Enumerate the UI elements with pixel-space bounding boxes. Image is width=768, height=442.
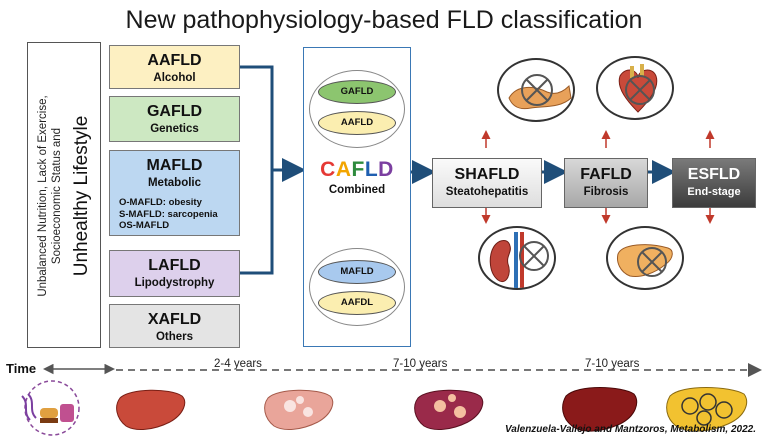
category-sub: Alcohol xyxy=(153,72,196,84)
period-2: 7-10 years xyxy=(393,358,448,370)
lifestyle-box: Unbalanced Nutrition, Lack of Exercise, … xyxy=(27,42,101,348)
stage-sub: Fibrosis xyxy=(583,186,629,198)
category-lafld: LAFLD Lipodystrophy xyxy=(109,250,240,297)
category-xafld: XAFLD Others xyxy=(109,304,240,348)
citation: Valenzuela-Vallejo and Mantzoros, Metabo… xyxy=(505,424,756,435)
cafld-letter-d: D xyxy=(378,158,394,181)
heart-icon xyxy=(618,64,658,113)
period-1: 2-4 years xyxy=(214,358,262,370)
category-sub: Lipodystrophy xyxy=(134,277,215,289)
category-sub: Metabolic xyxy=(147,177,202,189)
category-gafld: GAFLD Genetics xyxy=(109,96,240,142)
stage-sub: Steatohepatitis xyxy=(445,186,529,198)
subtype-os: OS-MAFLD xyxy=(119,220,170,231)
pancreas-icon xyxy=(508,74,572,110)
stage-shafld: SHAFLD Steatohepatitis xyxy=(432,158,542,208)
healthy-liver-icon xyxy=(116,389,186,430)
cafld-letter-l: L xyxy=(364,158,379,181)
pill-gafld: GAFLD xyxy=(318,80,396,104)
heart-illustration xyxy=(596,56,674,120)
category-name: LAFLD xyxy=(148,257,201,274)
pill-aafdl: AAFDL xyxy=(318,291,396,315)
stage-esfld: ESFLD End-stage xyxy=(672,158,756,208)
subtype-sarcopenia: S-MAFLD: sarcopenia xyxy=(119,208,218,220)
cafld-letter-a: A xyxy=(335,158,352,181)
stage-name: FAFLD xyxy=(580,166,632,183)
mafld-subtypes: O-MAFLD: obesity S-MAFLD: sarcopenia OS-… xyxy=(110,197,239,232)
stage-fafld: FAFLD Fibrosis xyxy=(564,158,648,208)
subtype-obesity: O-MAFLD: obesity xyxy=(119,197,202,208)
combined-top-group: GAFLD AAFLD xyxy=(309,70,405,148)
combined-label: Combined xyxy=(328,184,386,196)
fibrosis-liver-icon xyxy=(562,387,638,432)
time-label: Time xyxy=(6,361,37,376)
liver-progression xyxy=(21,380,748,436)
cafld-title: CAFLD xyxy=(304,158,410,182)
kidney-icon xyxy=(489,232,549,288)
category-name: AAFLD xyxy=(147,52,202,69)
pill-aafld: AAFLD xyxy=(318,111,396,135)
category-mafld: MAFLD Metabolic O-MAFLD: obesity S-MAFLD… xyxy=(109,150,240,236)
category-sub: Others xyxy=(155,331,194,343)
cafld-letter-c: C xyxy=(320,158,336,181)
cafld-letter-f: F xyxy=(351,158,365,181)
category-name: MAFLD xyxy=(146,157,203,174)
liver-cancer-illustration xyxy=(606,226,684,290)
steatosis-liver-icon xyxy=(264,389,334,430)
combined-box: GAFLD AAFLD CAFLD Combined MAFLD AAFDL xyxy=(303,47,411,347)
lifestyle-risk-icon xyxy=(21,380,80,436)
cirrhosis-liver-icon xyxy=(666,387,748,432)
kidney-illustration xyxy=(478,226,556,290)
liver-icon xyxy=(617,244,673,277)
period-3: 7-10 years xyxy=(585,358,640,370)
category-aafld: AAFLD Alcohol xyxy=(109,45,240,89)
pancreas-illustration xyxy=(497,58,575,122)
stage-sub: End-stage xyxy=(687,186,741,198)
pill-mafld: MAFLD xyxy=(318,260,396,284)
stage-name: ESFLD xyxy=(687,166,741,183)
combined-bottom-group: MAFLD AAFDL xyxy=(309,248,405,326)
page-title: New pathophysiology-based FLD classifica… xyxy=(125,6,643,34)
stage-name: SHAFLD xyxy=(454,166,520,183)
category-name: GAFLD xyxy=(146,103,203,120)
bracket-arrow xyxy=(240,65,300,275)
steatohepatitis-liver-icon xyxy=(414,389,484,430)
category-sub: Genetics xyxy=(150,123,199,135)
category-name: XAFLD xyxy=(147,311,202,328)
